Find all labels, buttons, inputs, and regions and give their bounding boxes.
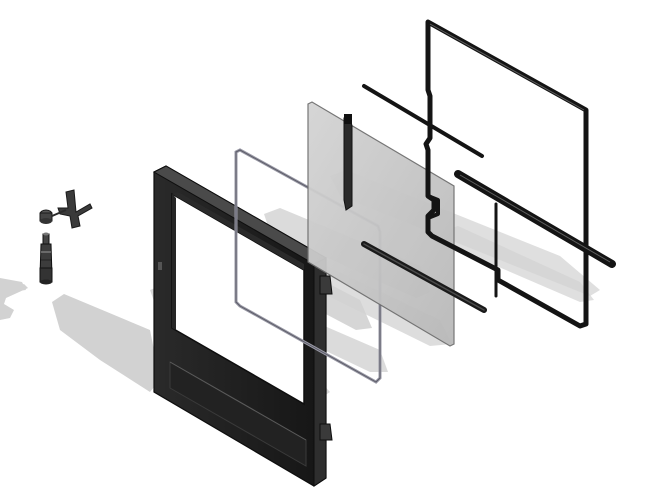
retaining-bar (361, 241, 487, 313)
door-frame-tab-upper (319, 275, 333, 295)
support-rod-upper (362, 84, 484, 158)
hinge-pin (39, 232, 53, 285)
wire-frame-highlights (429, 23, 611, 263)
hinge-shadow-2 (2, 284, 28, 298)
wire-frame-shadow-2 (440, 226, 594, 302)
door-frame (152, 165, 333, 487)
door-frame-shadow (52, 294, 160, 392)
hinge-bracket (39, 189, 93, 229)
mesh-panel-clip (343, 115, 353, 211)
hinge-shadow (0, 278, 26, 320)
mesh-panel (307, 101, 455, 347)
wire-frame (423, 19, 589, 329)
glass-pane (234, 148, 382, 384)
door-frame-tab-lower (319, 423, 333, 441)
